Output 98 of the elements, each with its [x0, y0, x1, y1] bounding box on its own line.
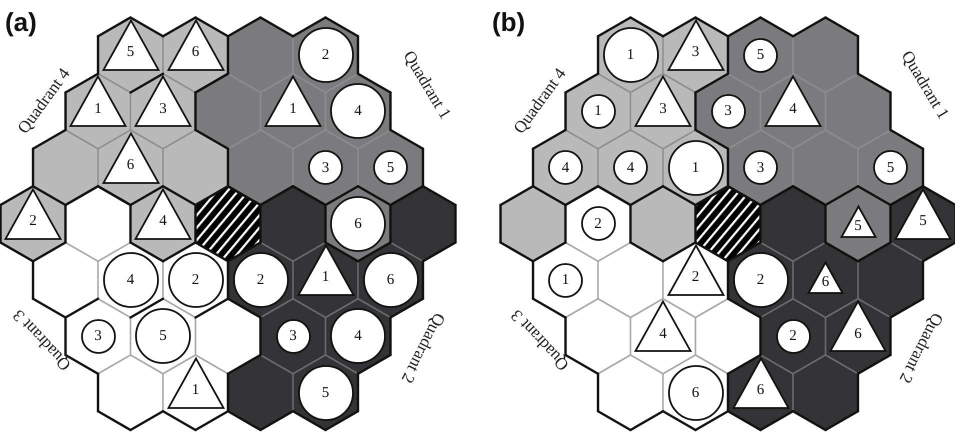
- marker-number: 6: [192, 44, 200, 60]
- circle-marker: [548, 150, 583, 185]
- marker-number: 4: [126, 272, 134, 288]
- circle-marker: [743, 150, 778, 185]
- marker-number: 6: [756, 382, 764, 398]
- marker-number: 1: [192, 382, 200, 398]
- marker-number: 4: [354, 103, 362, 120]
- triangle-marker: [166, 356, 224, 408]
- triangle-marker: [134, 188, 192, 240]
- circle-marker: [168, 252, 224, 308]
- circle-marker: [362, 252, 418, 308]
- marker-number: 1: [562, 272, 570, 288]
- triangle-marker: [264, 75, 322, 128]
- marker-number: 6: [354, 216, 362, 232]
- marker-number: 6: [822, 274, 830, 290]
- marker-number: 2: [756, 272, 764, 288]
- circle-marker: [298, 27, 354, 83]
- marker-number: 3: [756, 160, 764, 176]
- triangle-marker: [840, 204, 876, 238]
- marker-number: 3: [724, 103, 732, 120]
- circle-marker: [232, 252, 288, 308]
- circle-marker: [330, 196, 386, 252]
- marker-number: 5: [322, 384, 330, 400]
- circle-marker: [135, 308, 191, 364]
- triangle-marker: [807, 261, 844, 294]
- marker-number: 1: [594, 103, 602, 120]
- circle-marker: [873, 150, 908, 185]
- triangle-marker: [166, 19, 224, 71]
- marker-number: 2: [192, 272, 200, 288]
- marker-number: 6: [854, 326, 862, 342]
- marker-number: 6: [126, 156, 134, 173]
- circle-marker: [776, 318, 810, 354]
- marker-number: 6: [386, 272, 394, 288]
- circle-marker: [80, 318, 116, 354]
- marker-number: 1: [94, 100, 102, 117]
- marker-number: 3: [94, 328, 102, 344]
- triangle-marker: [102, 132, 160, 184]
- circle-marker: [330, 308, 386, 364]
- marker-number: 2: [789, 328, 797, 344]
- triangle-marker: [666, 244, 724, 296]
- marker-number: 4: [562, 160, 570, 176]
- circle-marker: [732, 252, 788, 308]
- triangle-marker: [634, 75, 692, 128]
- marker-number: 2: [29, 213, 37, 230]
- marker-number: 5: [886, 160, 894, 176]
- circle-marker: [373, 150, 408, 185]
- circle-marker: [580, 206, 616, 242]
- marker-number: 5: [854, 218, 862, 234]
- marker-number: 4: [354, 328, 362, 344]
- triangle-marker: [732, 356, 790, 408]
- circle-marker: [743, 38, 778, 72]
- marker-number: 4: [626, 160, 634, 176]
- triangle-marker: [69, 75, 127, 128]
- triangle-marker: [764, 75, 822, 128]
- circle-marker: [298, 364, 354, 420]
- marker-number: 4: [659, 326, 667, 342]
- marker-number: 2: [256, 272, 264, 288]
- marker-number: 2: [322, 47, 330, 63]
- triangle-marker: [634, 300, 692, 352]
- marker-number: 3: [289, 328, 297, 344]
- circle-marker: [602, 27, 658, 83]
- marker-number: 2: [692, 269, 700, 286]
- circle-marker: [308, 150, 343, 185]
- triangle-marker: [4, 188, 62, 240]
- circle-marker: [710, 94, 746, 129]
- triangle-marker: [102, 19, 160, 71]
- circle-marker: [276, 318, 310, 354]
- circle-marker: [548, 262, 583, 298]
- triangle-marker: [666, 19, 724, 71]
- marker-number: 6: [692, 384, 700, 400]
- circle-marker: [668, 364, 724, 420]
- marker-number: 5: [126, 44, 134, 60]
- circle-marker: [668, 140, 724, 196]
- panel-label: (a): [5, 8, 37, 36]
- triangle-marker: [829, 300, 887, 352]
- triangle-marker: [296, 244, 354, 296]
- triangle-marker: [894, 188, 952, 240]
- marker-number: 3: [659, 100, 667, 117]
- triangle-marker: [134, 75, 192, 128]
- marker-number: 1: [626, 47, 634, 63]
- circle-marker: [580, 94, 616, 129]
- marker-number: 4: [789, 100, 797, 117]
- marker-number: 3: [692, 44, 700, 60]
- panel-label: (b): [492, 8, 526, 36]
- circle-marker: [330, 83, 386, 140]
- marker-number: 5: [919, 213, 927, 230]
- marker-number: 3: [322, 160, 330, 176]
- marker-number: 5: [386, 160, 394, 176]
- marker-number: 5: [159, 328, 167, 344]
- marker-number: 4: [159, 213, 167, 230]
- circle-marker: [613, 150, 648, 185]
- marker-number: 1: [289, 100, 297, 117]
- marker-number: 2: [594, 216, 602, 232]
- marker-number: 1: [322, 269, 330, 286]
- marker-number: 5: [756, 47, 764, 63]
- marker-number: 3: [159, 100, 167, 117]
- marker-number: 1: [692, 160, 700, 176]
- circle-marker: [102, 252, 158, 308]
